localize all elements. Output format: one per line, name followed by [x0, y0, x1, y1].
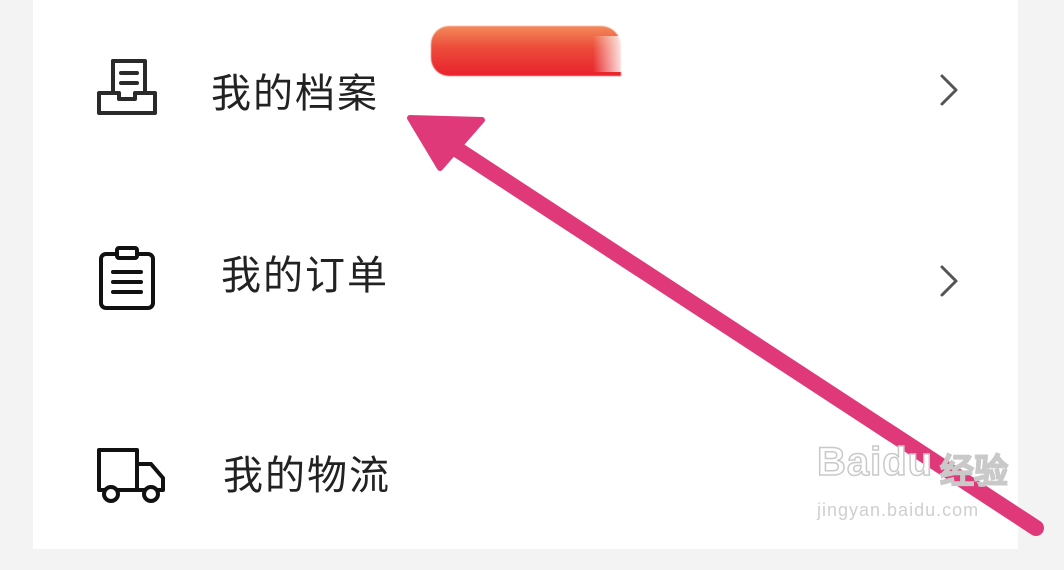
chevron-right-icon — [940, 74, 958, 106]
notification-badge — [431, 26, 621, 76]
menu-item-logistics[interactable]: 我的物流 — [33, 380, 1018, 570]
menu-item-label: 我的物流 — [223, 453, 391, 499]
truck-icon — [97, 448, 165, 503]
menu-item-orders[interactable]: 我的订单 — [33, 190, 1018, 380]
menu-item-label: 我的订单 — [221, 253, 389, 299]
menu-card: 我的档案 我的订单 — [33, 0, 1018, 549]
badge-blur — [593, 36, 643, 72]
chevron-right-icon — [940, 265, 958, 297]
archive-icon — [97, 59, 157, 115]
menu-item-archive[interactable]: 我的档案 — [33, 0, 1018, 190]
clipboard-icon — [99, 246, 155, 310]
menu-item-label: 我的档案 — [211, 71, 379, 117]
